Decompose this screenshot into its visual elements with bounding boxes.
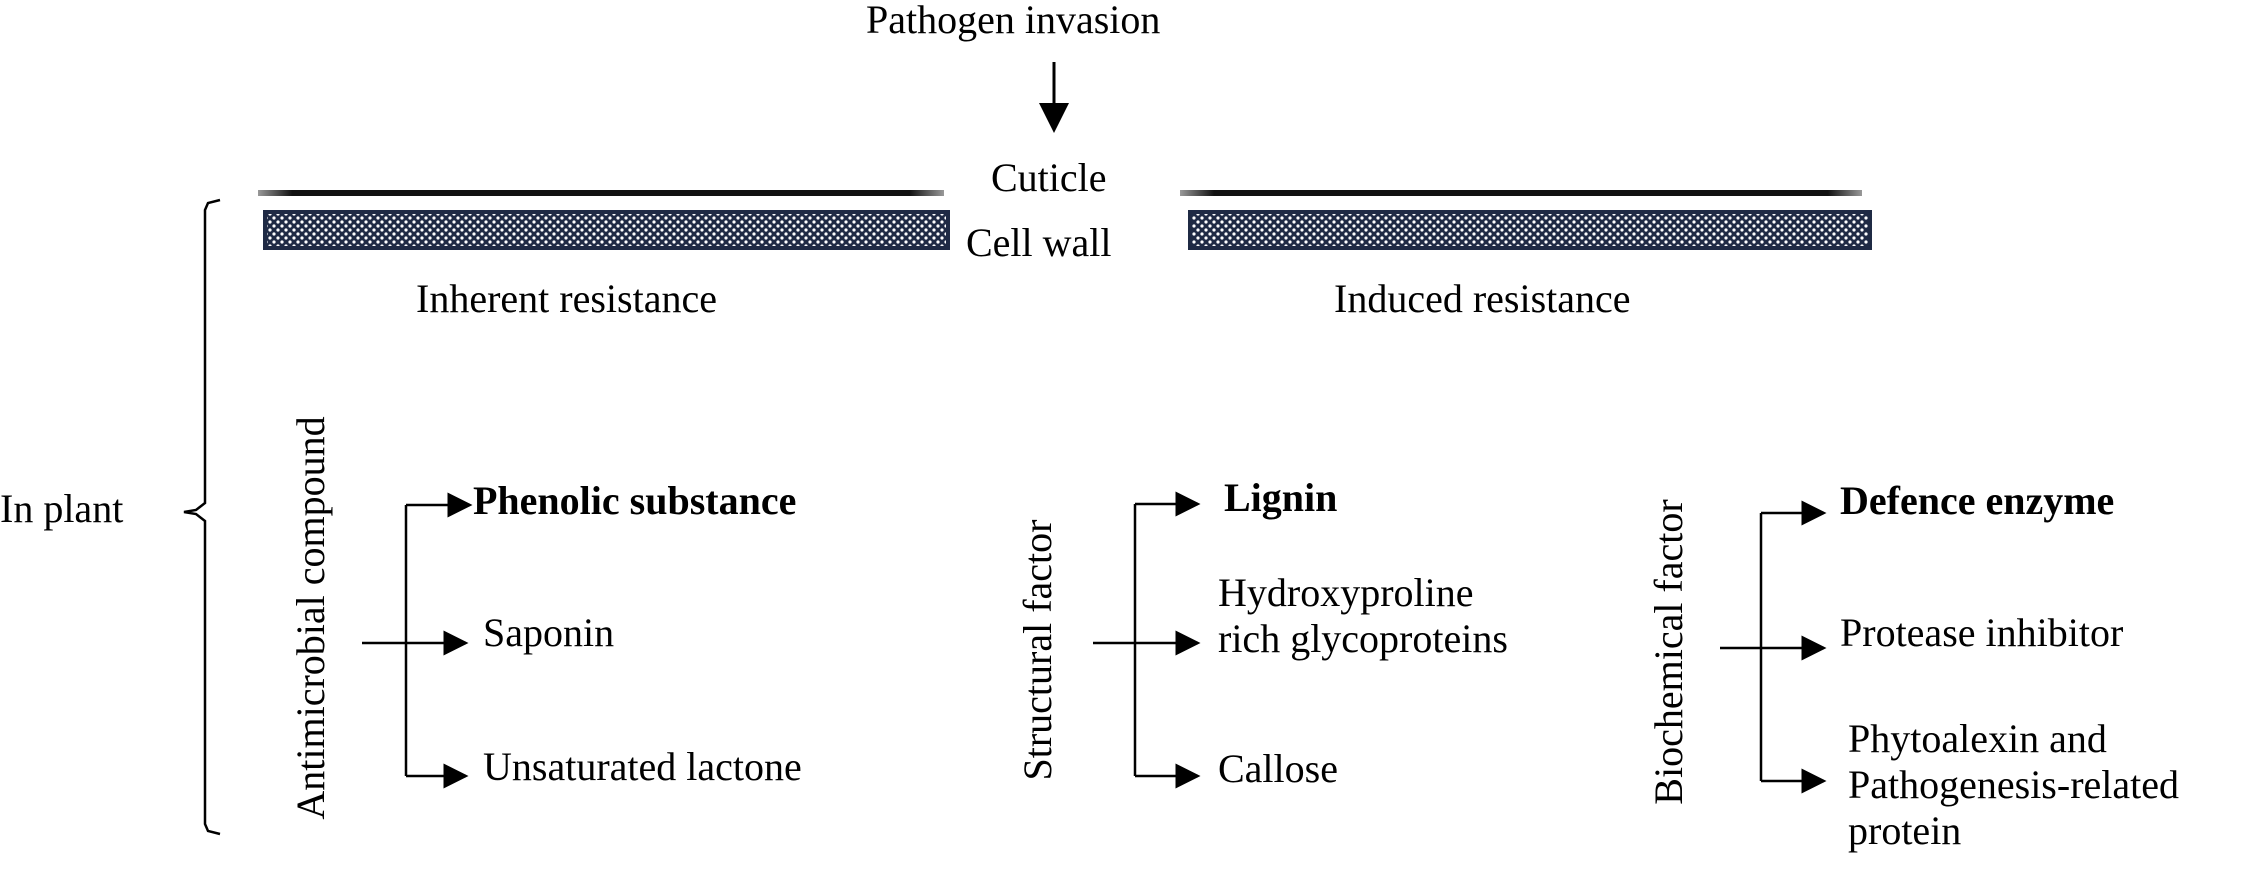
lignin-label: Lignin [1224,475,1338,520]
structural-factor-title: Structural factor [1015,519,1060,781]
pathogen-invasion-label: Pathogen invasion [866,0,1161,42]
antimicrobial-compound-title: Antimicrobial compound [288,416,333,820]
cuticle-left [258,190,944,196]
biochemical-factor-title: Biochemical factor [1646,499,1691,805]
group-biochemical-connectors [1720,500,1827,794]
cell-wall-right [1188,210,1872,250]
group-structural-connectors [1093,491,1201,789]
defence-enzyme-label: Defence enzyme [1840,478,2115,523]
cell-wall-label: Cell wall [966,220,1112,265]
saponin-label: Saponin [483,610,615,655]
induced-resistance-label: Induced resistance [1334,276,1631,321]
hydroxyproline-label: Hydroxyproline rich glycoproteins [1218,570,1508,661]
in-plant-label: In plant [0,486,124,531]
cell-wall-left [263,210,950,250]
unsaturated-lactone-label: Unsaturated lactone [483,744,802,789]
phytoalexin-label: Phytoalexin and Pathogenesis-related pro… [1848,716,2179,853]
inherent-resistance-label: Inherent resistance [416,276,717,321]
group-antimicrobial-connectors [362,492,473,789]
callose-label: Callose [1218,746,1338,791]
cuticle-label: Cuticle [991,155,1107,200]
in-plant-bracket [183,198,221,836]
cuticle-right [1180,190,1862,196]
protease-inhibitor-label: Protease inhibitor [1840,610,2124,655]
phenolic-substance-label: Phenolic substance [473,478,797,523]
